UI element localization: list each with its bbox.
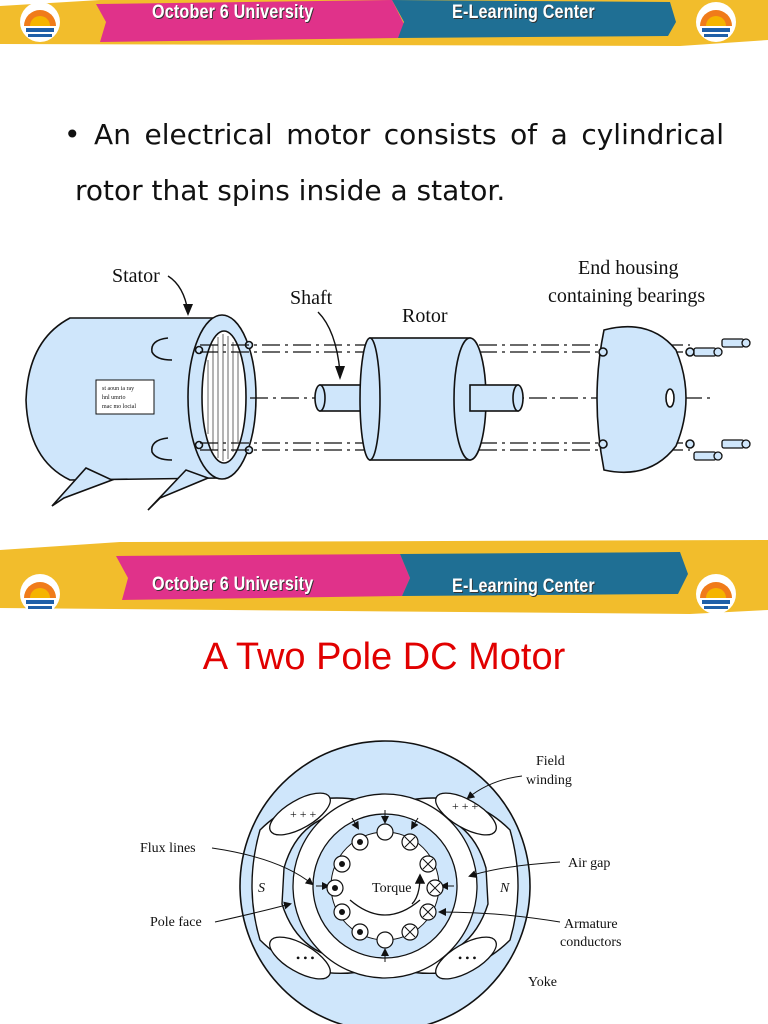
bullet-symbol: •	[64, 118, 81, 151]
nameplate-line-1: st aoun ia ray	[102, 386, 134, 392]
field-winding-label-2: winding	[526, 773, 572, 788]
field-winding-bottom-right	[435, 936, 497, 980]
pole-face-label: Pole face	[150, 915, 202, 930]
field-winding-label-1: Field	[536, 754, 565, 769]
university-logo-left	[20, 2, 60, 42]
header-banner: October 6 University E-Learning Center	[0, 0, 768, 50]
bullet-line-1: • An electrical motor consists of a cyli…	[64, 104, 724, 166]
armature-label-2: conductors	[560, 935, 621, 950]
motor-exploded-diagram: st aoun ia ray hnl umrio mac mo locial	[25, 257, 751, 511]
bolt-4	[693, 451, 717, 461]
svg-text:+ + +: + + +	[290, 807, 317, 821]
end-housing-label-line-1: End housing	[578, 257, 679, 279]
bullet-text-line-2: rotor that spins inside a stator.	[75, 174, 506, 207]
slide-2-title: A Two Pole DC Motor	[202, 636, 566, 678]
stator-label: Stator	[112, 265, 160, 287]
svg-text:• • •: • • •	[296, 951, 315, 965]
rotor-label: Rotor	[402, 305, 448, 327]
armature-label-1: Armature	[564, 917, 618, 932]
header-banner-2: October 6 University E-Learning Center	[0, 540, 768, 614]
nameplate	[95, 379, 155, 415]
field-winding-top-right	[435, 792, 497, 836]
air-gap-label: Air gap	[568, 856, 610, 871]
bolt-2	[693, 347, 717, 357]
bolt-1	[721, 338, 745, 348]
nameplate-line-3: mac mo locial	[102, 404, 136, 410]
pole-n-label: N	[499, 881, 510, 896]
torque-label: Torque	[372, 881, 411, 896]
university-logo-left-2	[20, 574, 60, 614]
stator-foot-left	[51, 467, 115, 507]
pole-s-label: S	[258, 881, 265, 896]
slide-1: October 6 University E-Learning Center •…	[0, 0, 768, 511]
yoke-label: Yoke	[528, 975, 557, 990]
svg-text:• • •: • • •	[458, 951, 477, 965]
elearning-center-name-2: E-Learning Center	[452, 576, 595, 597]
pole-shoe-left	[251, 797, 361, 975]
university-name: October 6 University	[152, 2, 314, 23]
dc-motor-cross-section: + + + + + + • • • • • • Torque	[140, 740, 621, 1024]
svg-text:+ + +: + + +	[452, 799, 479, 813]
flux-lines-label: Flux lines	[140, 841, 196, 856]
bolt-3	[721, 439, 745, 449]
university-logo-right-2	[696, 574, 736, 614]
elearning-center-name: E-Learning Center	[452, 2, 595, 23]
field-winding-bottom-left	[269, 936, 331, 980]
end-housing-label-line-2: containing bearings	[548, 285, 705, 307]
field-winding-top-left	[269, 792, 331, 836]
bullet-text-line-1: An electrical motor consists of a cylind…	[94, 118, 724, 151]
end-housing	[596, 325, 687, 474]
university-logo-right	[696, 2, 736, 42]
nameplate-line-2: hnl umrio	[102, 395, 126, 401]
shaft-right	[469, 384, 519, 412]
university-name-2: October 6 University	[152, 574, 314, 595]
shaft-label: Shaft	[290, 287, 333, 309]
stator-foot-right	[147, 469, 211, 511]
